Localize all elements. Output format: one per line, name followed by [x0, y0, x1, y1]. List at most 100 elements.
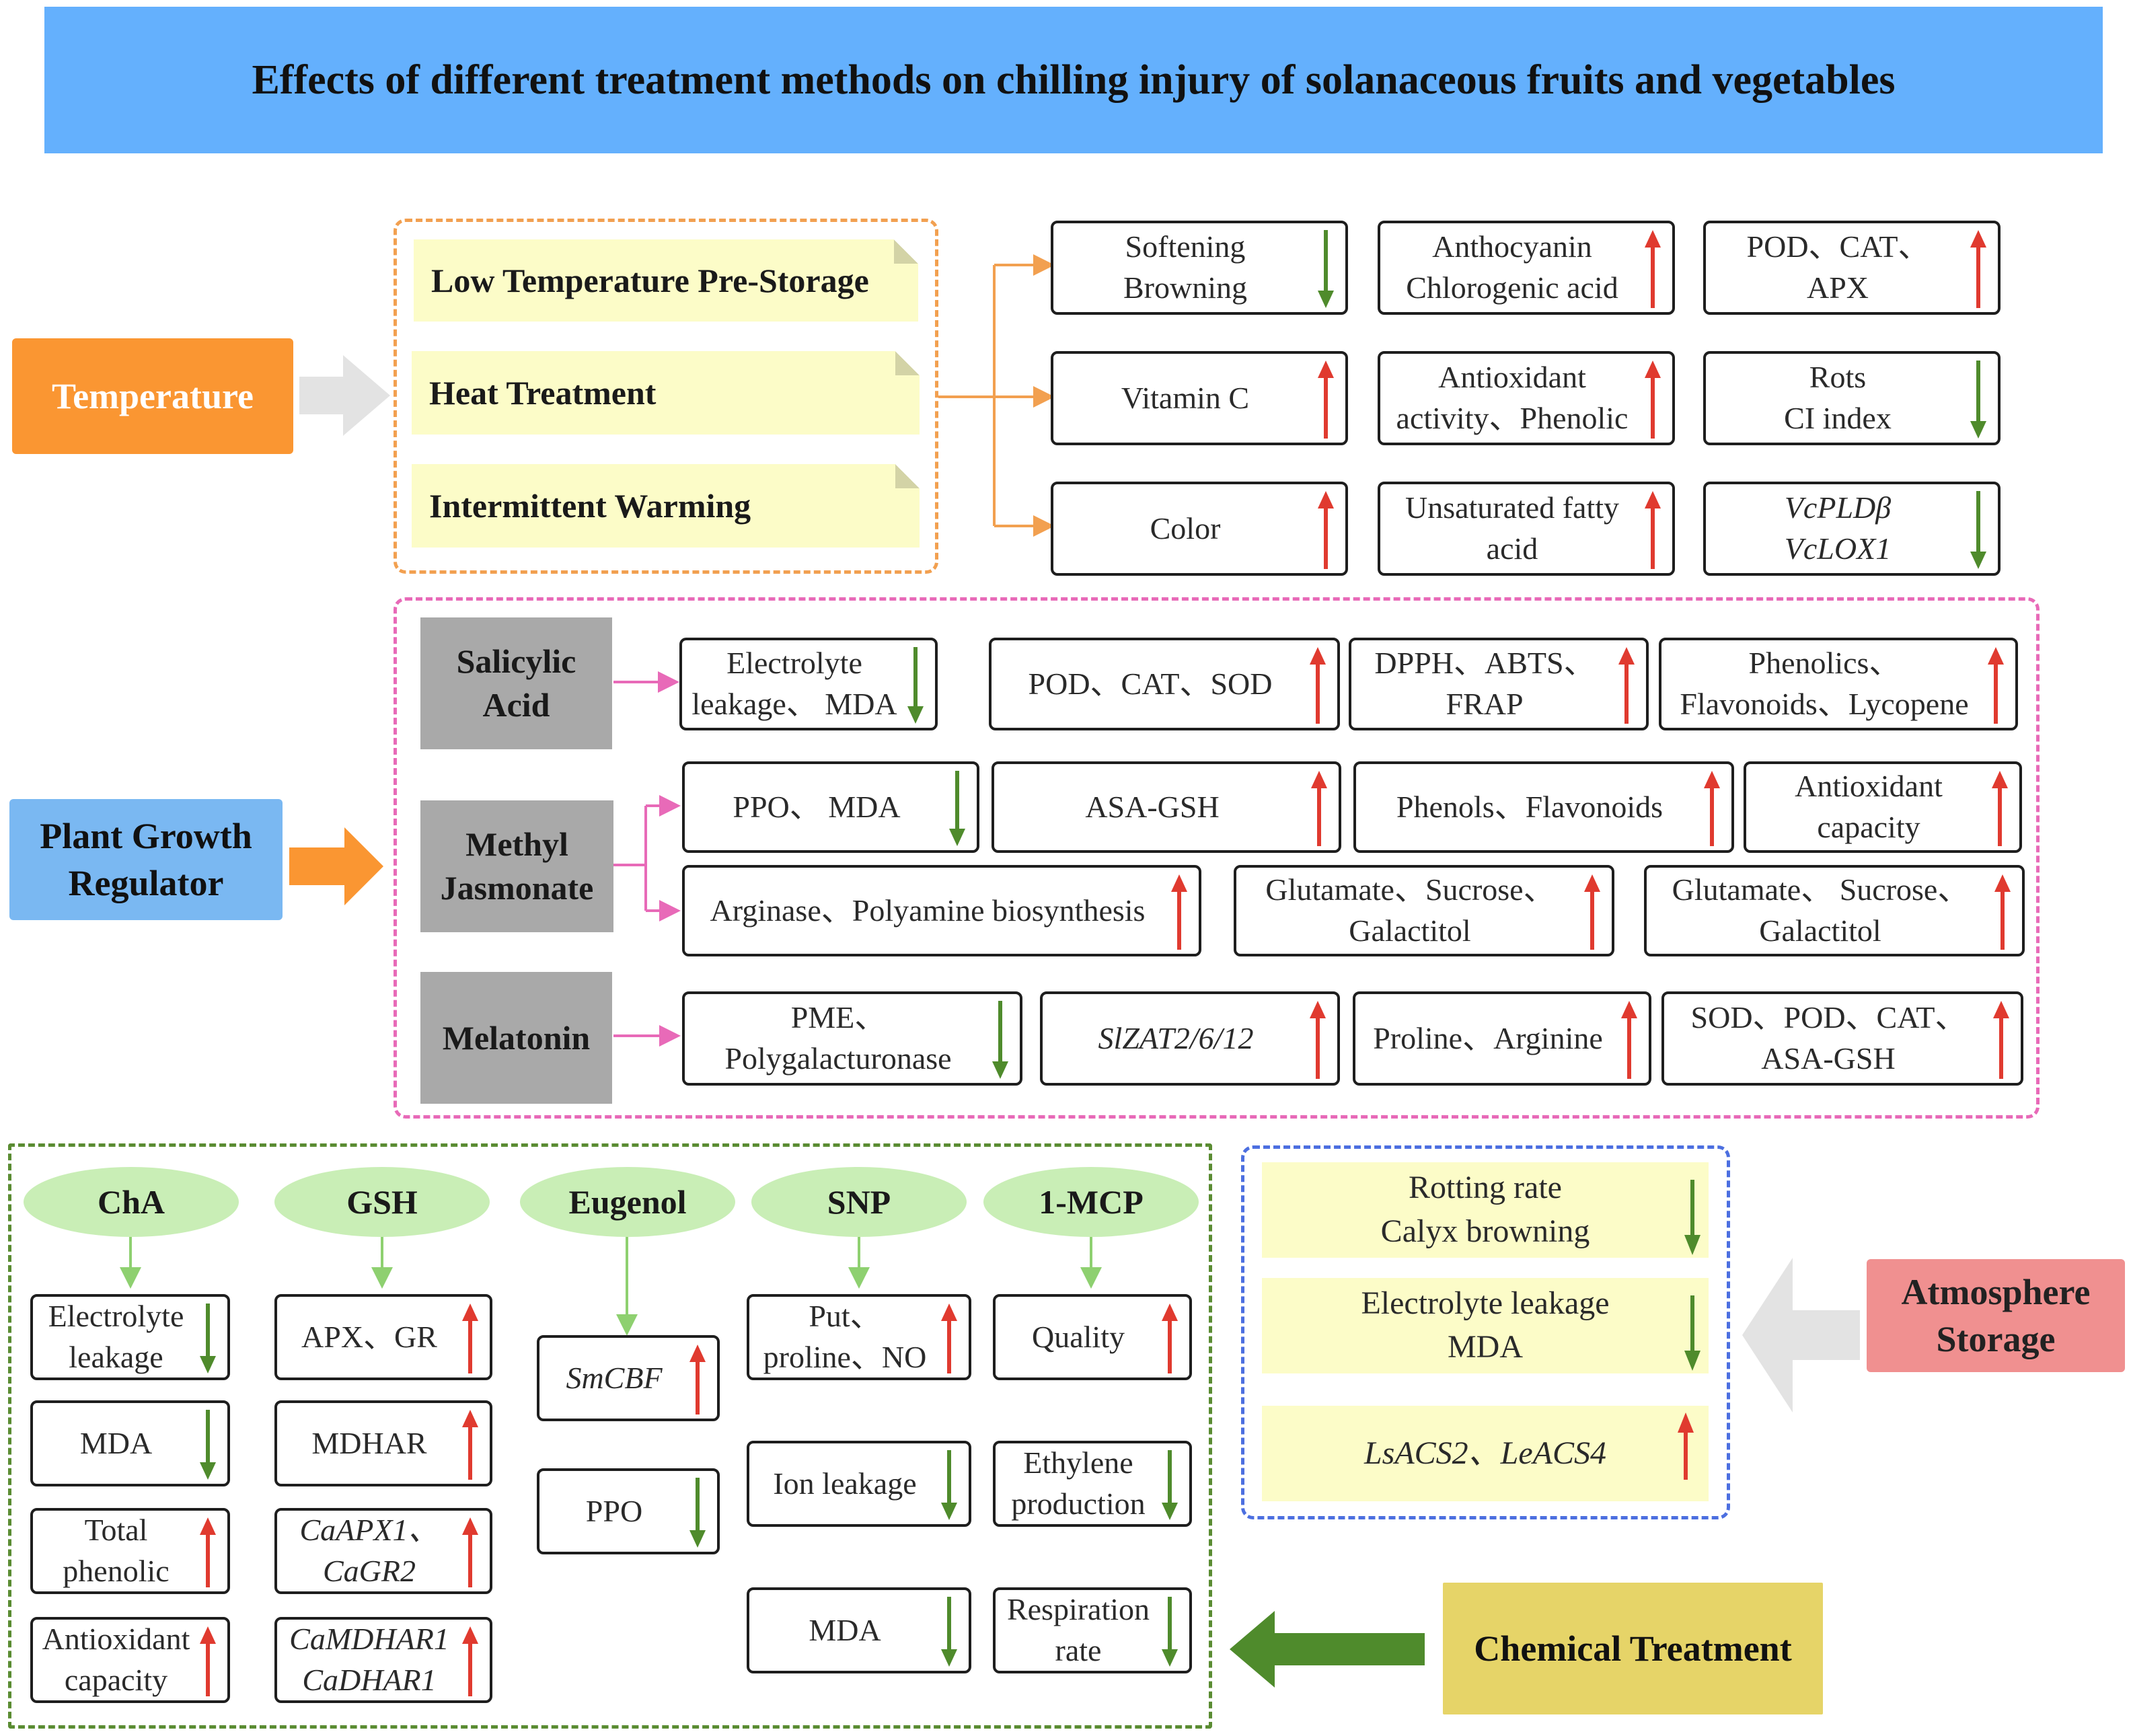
plant-growth-regulator-group: [394, 597, 2040, 1119]
effect-box: POD、CAT、SOD: [989, 638, 1340, 730]
effect-line: Phenolics、: [1748, 646, 1900, 681]
arrow-down-icon: [941, 1450, 957, 1520]
effect-line: POD、CAT、SOD: [1028, 666, 1273, 701]
arrow-down-icon: [689, 1478, 706, 1548]
effect-line: Color: [1150, 511, 1221, 545]
effect-line: Glutamate、 Sucrose、: [1672, 872, 1969, 907]
effect-box: Glutamate、Sucrose、Galactitol: [1234, 865, 1614, 956]
effect-line: Phenols、Flavonoids: [1396, 789, 1663, 824]
arrow-down-icon: [1684, 1180, 1700, 1255]
temperature-label: Temperature: [12, 338, 293, 454]
effect-line: Chlorogenic acid: [1406, 270, 1618, 305]
arrow-down-icon: [1162, 1597, 1178, 1667]
chemical-treatment-label: Chemical Treatment: [1443, 1583, 1823, 1714]
arrow-up-icon: [1162, 1304, 1178, 1373]
effect-box: Put、proline、NO: [747, 1294, 971, 1380]
arrow-up-icon: [941, 1304, 957, 1373]
atmosphere-label-line1: Atmosphere: [1901, 1271, 2091, 1312]
effect-box: Arginase、Polyamine biosynthesis: [682, 865, 1201, 956]
arrow-up-icon: [1645, 361, 1661, 439]
temperature-methods-group: [394, 219, 938, 574]
effect-line: CaMDHAR1: [289, 1622, 449, 1657]
temperature-arrow-icon: [299, 355, 390, 436]
effect-line: Respiration: [1006, 1592, 1150, 1627]
methyl-line2: Jasmonate: [440, 869, 594, 907]
effect-box: SOD、POD、CAT、ASA-GSH: [1661, 991, 2023, 1086]
effect-line: VcPLDβ: [1784, 490, 1892, 525]
arrow-down-icon: [1684, 1295, 1700, 1371]
effect-line: Ethylene: [1023, 1445, 1133, 1480]
effect-line: Electrolyte: [48, 1299, 184, 1334]
atmosphere-effect-1: Rotting rate Calyx browning: [1262, 1162, 1709, 1258]
effect-box: Quality: [993, 1294, 1192, 1380]
chemical-group-connectors: [120, 1236, 1102, 1336]
arrow-down-icon: [200, 1410, 216, 1480]
effect-line: Electrolyte: [726, 646, 862, 681]
effect-text: Ethylene production: [1011, 1443, 1145, 1524]
effect-line: ASA-GSH: [1085, 789, 1220, 824]
effect-text: MDA: [809, 1610, 881, 1651]
effect-line: POD、CAT、: [1746, 229, 1929, 264]
atmosphere-storage-group: [1241, 1145, 1730, 1519]
effect-line: Put、: [809, 1299, 881, 1334]
effect-text: Phenolics、 Flavonoids、Lycopene: [1680, 643, 1968, 724]
effect-box: Vitamin C: [1051, 351, 1348, 445]
effect-text: POD、CAT、SOD: [1029, 664, 1273, 705]
effect-line: Rots: [1809, 360, 1867, 395]
effect-box: Proline、Arginine: [1353, 991, 1651, 1086]
effect-line: SlZAT2/6/12: [1098, 1020, 1254, 1055]
chemical-arrow-icon: [1230, 1611, 1425, 1688]
arrow-up-icon: [462, 1626, 478, 1696]
arrow-up-icon: [1988, 647, 2004, 724]
effect-text: Glutamate、 Sucrose、Galactitol: [1672, 870, 1969, 951]
effect-line: Flavonoids、Lycopene: [1680, 687, 1969, 721]
effect-box: ASA-GSH: [992, 761, 1341, 853]
effect-box: Glutamate、 Sucrose、Galactitol: [1644, 865, 2025, 956]
effect-line: Browning: [1123, 270, 1247, 305]
pgr-label-line1: Plant Growth: [40, 815, 252, 856]
effect-line: PPO: [585, 1493, 643, 1528]
arrow-up-icon: [1645, 491, 1661, 569]
effect-text: Vitamin C: [1121, 378, 1249, 419]
pgr-label-line2: Regulator: [68, 863, 224, 903]
effect-line: Polygalacturonase: [724, 1041, 952, 1075]
pgr-arrow-icon: [289, 827, 383, 905]
arrow-down-icon: [992, 1001, 1008, 1079]
effect-line: activity、Phenolic: [1396, 401, 1629, 435]
effect-line: CaDHAR1: [302, 1663, 437, 1697]
atmosphere-effect-3: LsACS2、LeACS4: [1262, 1406, 1709, 1501]
effect-box: Ion leakage: [747, 1441, 971, 1527]
effect-text: Put、proline、NO: [763, 1296, 927, 1378]
arrow-up-icon: [1584, 874, 1600, 950]
oval-gsh: GSH: [274, 1167, 490, 1237]
effect-line: production: [1011, 1486, 1146, 1521]
arrow-up-icon: [462, 1517, 478, 1587]
method-intermittent-warming: Intermittent Warming: [412, 464, 920, 548]
arrow-up-icon: [462, 1304, 478, 1373]
effect-text: Quality: [1032, 1317, 1125, 1358]
oval-cha: ChA: [24, 1167, 239, 1237]
effect-line: SOD、POD、CAT、: [1690, 1000, 1966, 1035]
atm-line: Electrolyte leakage: [1361, 1285, 1610, 1322]
arrow-up-icon: [1311, 771, 1327, 846]
arrow-down-icon: [1970, 361, 1986, 439]
effect-line: leakage、 MDA: [691, 687, 897, 721]
arrow-up-icon: [1621, 1001, 1637, 1079]
method-label: Low Temperature Pre-Storage: [431, 262, 869, 299]
oval-snp: SNP: [751, 1167, 967, 1237]
effect-line: PPO、 MDA: [733, 789, 901, 824]
effect-box: PPO: [537, 1468, 720, 1554]
effect-line: Anthocyanin: [1432, 229, 1592, 264]
